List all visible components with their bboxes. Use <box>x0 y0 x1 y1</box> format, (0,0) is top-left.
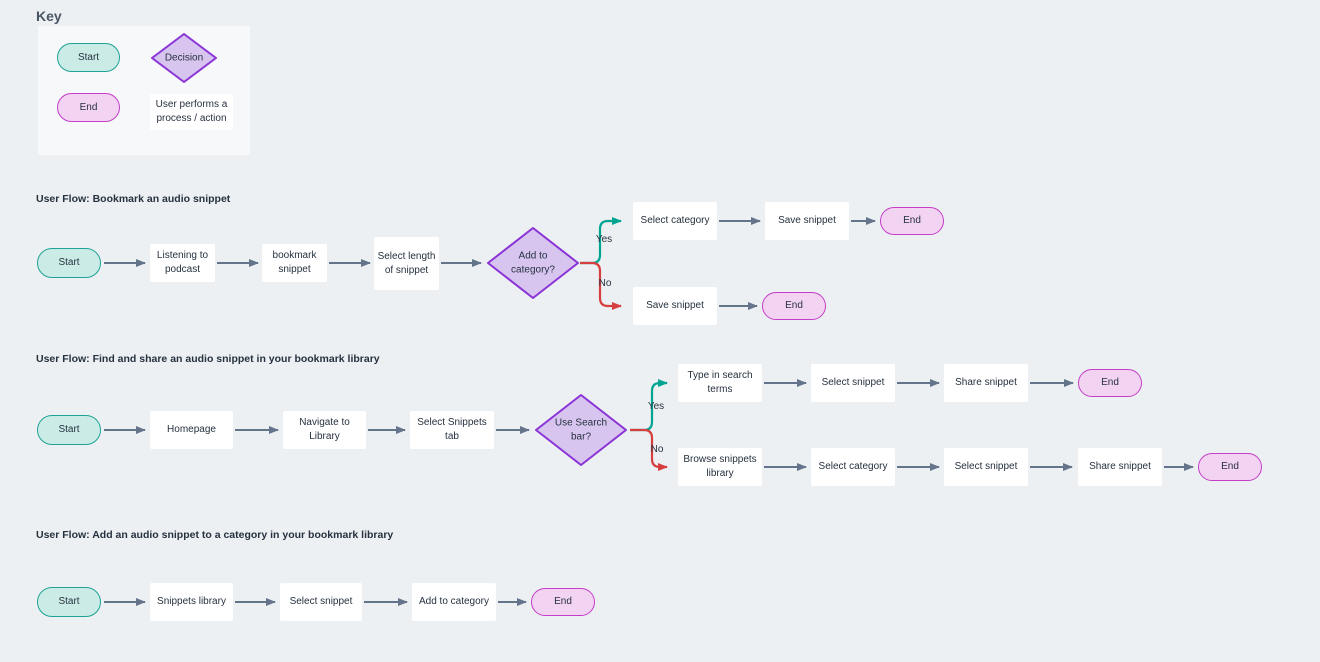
flow2-title: User Flow: Find and share an audio snipp… <box>36 353 380 365</box>
key-process-node[interactable]: User performs a process / action <box>150 94 233 130</box>
flow1-decision-label: Add to category? <box>511 250 555 276</box>
flow1-yes-label: Yes <box>595 234 613 245</box>
flow2-no-step-share-snippet[interactable]: Share snippet <box>1078 448 1162 486</box>
flow3-title: User Flow: Add an audio snippet to a cat… <box>36 529 394 541</box>
flow1-decision-add-to-category[interactable]: Add to category? <box>486 226 580 300</box>
diamond-shape-icon <box>535 394 627 466</box>
flow1-no-step-save-snippet[interactable]: Save snippet <box>633 287 717 325</box>
flow3-end-node[interactable]: End <box>531 588 595 616</box>
flow2-step-homepage[interactable]: Homepage <box>150 411 233 449</box>
flow1-step-bookmark-snippet[interactable]: bookmark snippet <box>262 244 327 282</box>
flow1-yes-end-node[interactable]: End <box>880 207 944 235</box>
diamond-shape-icon <box>487 227 579 299</box>
flow3-step-select-snippet[interactable]: Select snippet <box>280 583 362 621</box>
flow1-yes-step-save-snippet[interactable]: Save snippet <box>765 202 849 240</box>
flow3-step-add-to-category[interactable]: Add to category <box>412 583 496 621</box>
key-end-node[interactable]: End <box>57 93 120 122</box>
flow1-step-select-length[interactable]: Select length of snippet <box>374 237 439 290</box>
key-decision-label: Decision <box>164 52 204 64</box>
flow1-no-label: No <box>598 278 612 289</box>
flow1-no-end-node[interactable]: End <box>762 292 826 320</box>
flow2-start-node[interactable]: Start <box>37 415 101 445</box>
flow3-step-snippets-library[interactable]: Snippets library <box>150 583 233 621</box>
gray-arrows <box>104 217 1194 606</box>
flow1-step-listening-to-podcast[interactable]: Listening to podcast <box>150 244 215 282</box>
flow1-title: User Flow: Bookmark an audio snippet <box>36 193 231 205</box>
flow2-yes-end-node[interactable]: End <box>1078 369 1142 397</box>
flow2-yes-step-share-snippet[interactable]: Share snippet <box>944 364 1028 402</box>
flow2-no-step-select-category[interactable]: Select category <box>811 448 895 486</box>
flow2-decision-use-search-bar[interactable]: Use Search bar? <box>534 393 628 467</box>
key-title: Key <box>36 8 62 24</box>
flow2-no-step-browse-library[interactable]: Browse snippets library <box>678 448 762 486</box>
flow1-start-node[interactable]: Start <box>37 248 101 278</box>
flow2-step-select-snippets-tab[interactable]: Select Snippets tab <box>410 411 494 449</box>
flow2-step-navigate-to-library[interactable]: Navigate to Library <box>283 411 366 449</box>
diamond-shape-icon <box>151 33 217 83</box>
flow3-start-node[interactable]: Start <box>37 587 101 617</box>
flow2-no-end-node[interactable]: End <box>1198 453 1262 481</box>
flow1-yes-step-select-category[interactable]: Select category <box>633 202 717 240</box>
key-start-node[interactable]: Start <box>57 43 120 72</box>
flow2-no-step-select-snippet[interactable]: Select snippet <box>944 448 1028 486</box>
no-branch-arrow <box>580 261 622 310</box>
key-decision-node[interactable]: Decision <box>150 32 218 84</box>
flow2-yes-label: Yes <box>647 401 665 412</box>
no-branch-arrow <box>630 428 668 471</box>
flow2-no-label: No <box>650 444 664 455</box>
flow2-yes-step-type-search-terms[interactable]: Type in search terms <box>678 364 762 402</box>
flow2-decision-label: Use Search bar? <box>554 417 608 443</box>
flow2-yes-step-select-snippet[interactable]: Select snippet <box>811 364 895 402</box>
